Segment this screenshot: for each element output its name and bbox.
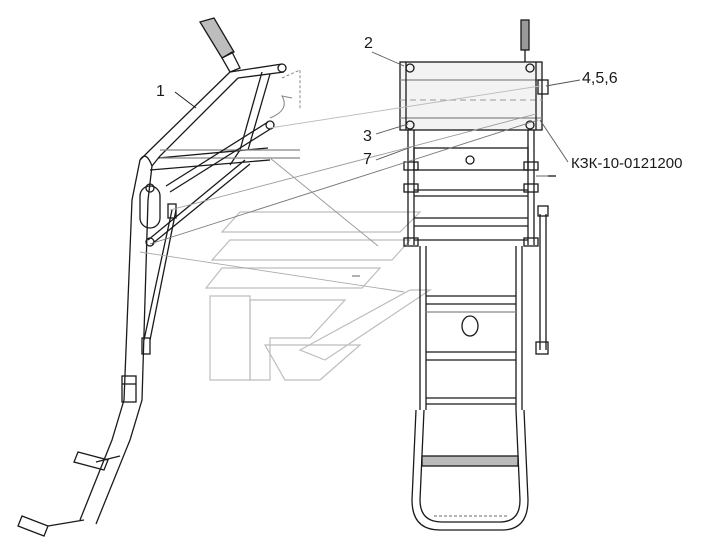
front-view <box>352 19 556 531</box>
part-number-label: КЗК-10-0121200 <box>571 155 683 172</box>
side-view <box>17 17 301 537</box>
callout-3: 3 <box>363 128 372 145</box>
callout-7: 7 <box>363 151 372 168</box>
callout-2: 2 <box>364 35 373 52</box>
watermark-logo <box>204 211 432 381</box>
callout-4-5-6: 4,5,6 <box>582 70 618 87</box>
leader-lines <box>139 51 581 293</box>
callout-1: 1 <box>156 83 165 100</box>
